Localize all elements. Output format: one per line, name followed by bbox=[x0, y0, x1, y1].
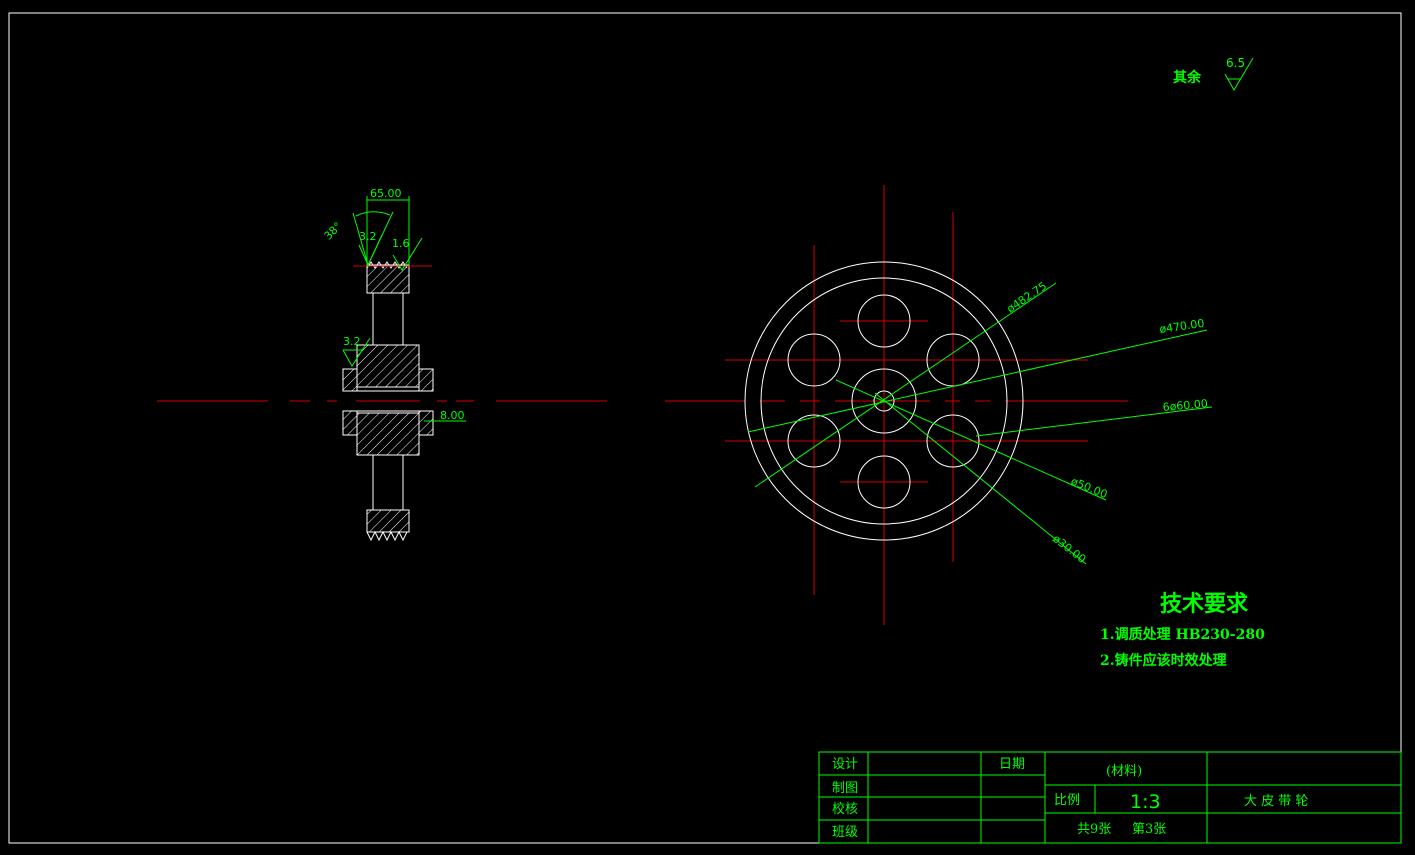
tech-requirements: 技术要求 1.调质处理 HB230-280 2.铸件应该时效处理 bbox=[1100, 591, 1265, 669]
dim-groove-angle: 38° bbox=[322, 220, 345, 243]
dim-width: 65.00 bbox=[370, 187, 402, 200]
roughness-symbol-icon bbox=[342, 337, 371, 367]
tech-item-2: 2.铸件应该时效处理 bbox=[1100, 652, 1227, 669]
tb-check: 校核 bbox=[832, 801, 858, 817]
side-view: 65.00 38° 3.2 1.6 3.2 8.00 bbox=[157, 187, 607, 542]
dim-d1: ø482.75 bbox=[1004, 279, 1049, 315]
tech-item-1: 1.调质处理 HB230-280 bbox=[1100, 626, 1265, 643]
dim-keyway: 8.00 bbox=[440, 409, 465, 422]
title-block: 设计 制图 校核 班级 日期 (材料) 比例 1:3 大 皮 带 轮 共9张 第… bbox=[818, 751, 1402, 844]
dim-d3: 6ø60.00 bbox=[1162, 397, 1208, 414]
dim-d4: ø50.00 bbox=[1069, 475, 1109, 501]
front-view: ø482.75 ø470.00 6ø60.00 ø50.00 ø30.00 bbox=[665, 185, 1213, 625]
tb-date: 日期 bbox=[999, 757, 1025, 772]
tb-sheet-current: 第3张 bbox=[1132, 822, 1166, 837]
finish-note-value: 6.5 bbox=[1226, 56, 1245, 70]
finish-rim: 1.6 bbox=[392, 237, 410, 250]
tb-sheet-total: 共9张 bbox=[1077, 822, 1111, 837]
finish-note-label: 其余 bbox=[1173, 69, 1202, 86]
finish-hub: 3.2 bbox=[343, 335, 361, 348]
tb-drafting: 制图 bbox=[832, 781, 858, 796]
roughness-symbol-icon bbox=[358, 234, 383, 267]
dim-d5: ø30.00 bbox=[1050, 532, 1088, 566]
dim-d2: ø470.00 bbox=[1159, 317, 1206, 336]
drawing-border bbox=[8, 12, 1402, 844]
tb-part-name: 大 皮 带 轮 bbox=[1244, 794, 1308, 809]
tb-class: 班级 bbox=[832, 825, 858, 840]
tb-scale-label: 比例 bbox=[1054, 793, 1080, 808]
surface-finish-note: 其余 6.5 bbox=[1173, 56, 1254, 91]
tb-design: 设计 bbox=[832, 757, 858, 772]
finish-groove: 3.2 bbox=[359, 230, 377, 243]
tech-title: 技术要求 bbox=[1160, 591, 1248, 617]
roughness-symbol-icon bbox=[392, 237, 423, 271]
tb-material: (材料) bbox=[1106, 764, 1142, 779]
tb-scale-value: 1:3 bbox=[1130, 791, 1161, 813]
